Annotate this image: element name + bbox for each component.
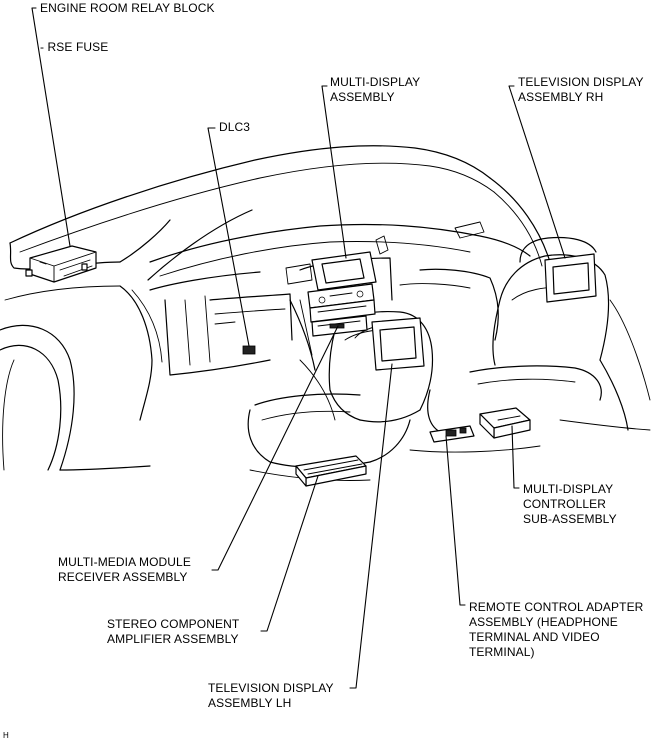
leader-lines [31,7,566,689]
label-television-display-rh: TELEVISION DISPLAY ASSEMBLY RH [518,75,644,104]
stereo-component-amplifier [295,455,367,487]
label-television-display-lh: TELEVISION DISPLAY ASSEMBLY LH [208,681,334,710]
label-multi-media-module: MULTI-MEDIA MODULE RECEIVER ASSEMBLY [58,555,191,584]
label-remote-control-adapter: REMOTE CONTROL ADAPTER ASSEMBLY (HEADPHO… [469,600,644,659]
label-engine-room-relay-block: ENGINE ROOM RELAY BLOCK [40,1,215,15]
remote-control-adapter [429,425,475,443]
television-display-rh [544,253,597,303]
label-dlc3: DLC3 [219,120,251,134]
engine-room-relay-block [25,245,97,283]
television-display-lh [371,317,425,371]
label-rse-fuse: - RSE FUSE [40,40,109,54]
label-multi-display-controller: MULTI-DISPLAY CONTROLLER SUB-ASSEMBLY [523,482,617,526]
dlc3-connector [242,345,256,355]
multi-display-controller [479,407,531,439]
multi-media-module-receiver [307,283,376,337]
multi-display-assembly [285,235,389,291]
label-stereo-component-amplifier: STEREO COMPONENT AMPLIFIER ASSEMBLY [107,617,240,646]
label-multi-display-assembly: MULTI-DISPLAY ASSEMBLY [330,75,421,104]
figure-code: H [3,731,9,740]
